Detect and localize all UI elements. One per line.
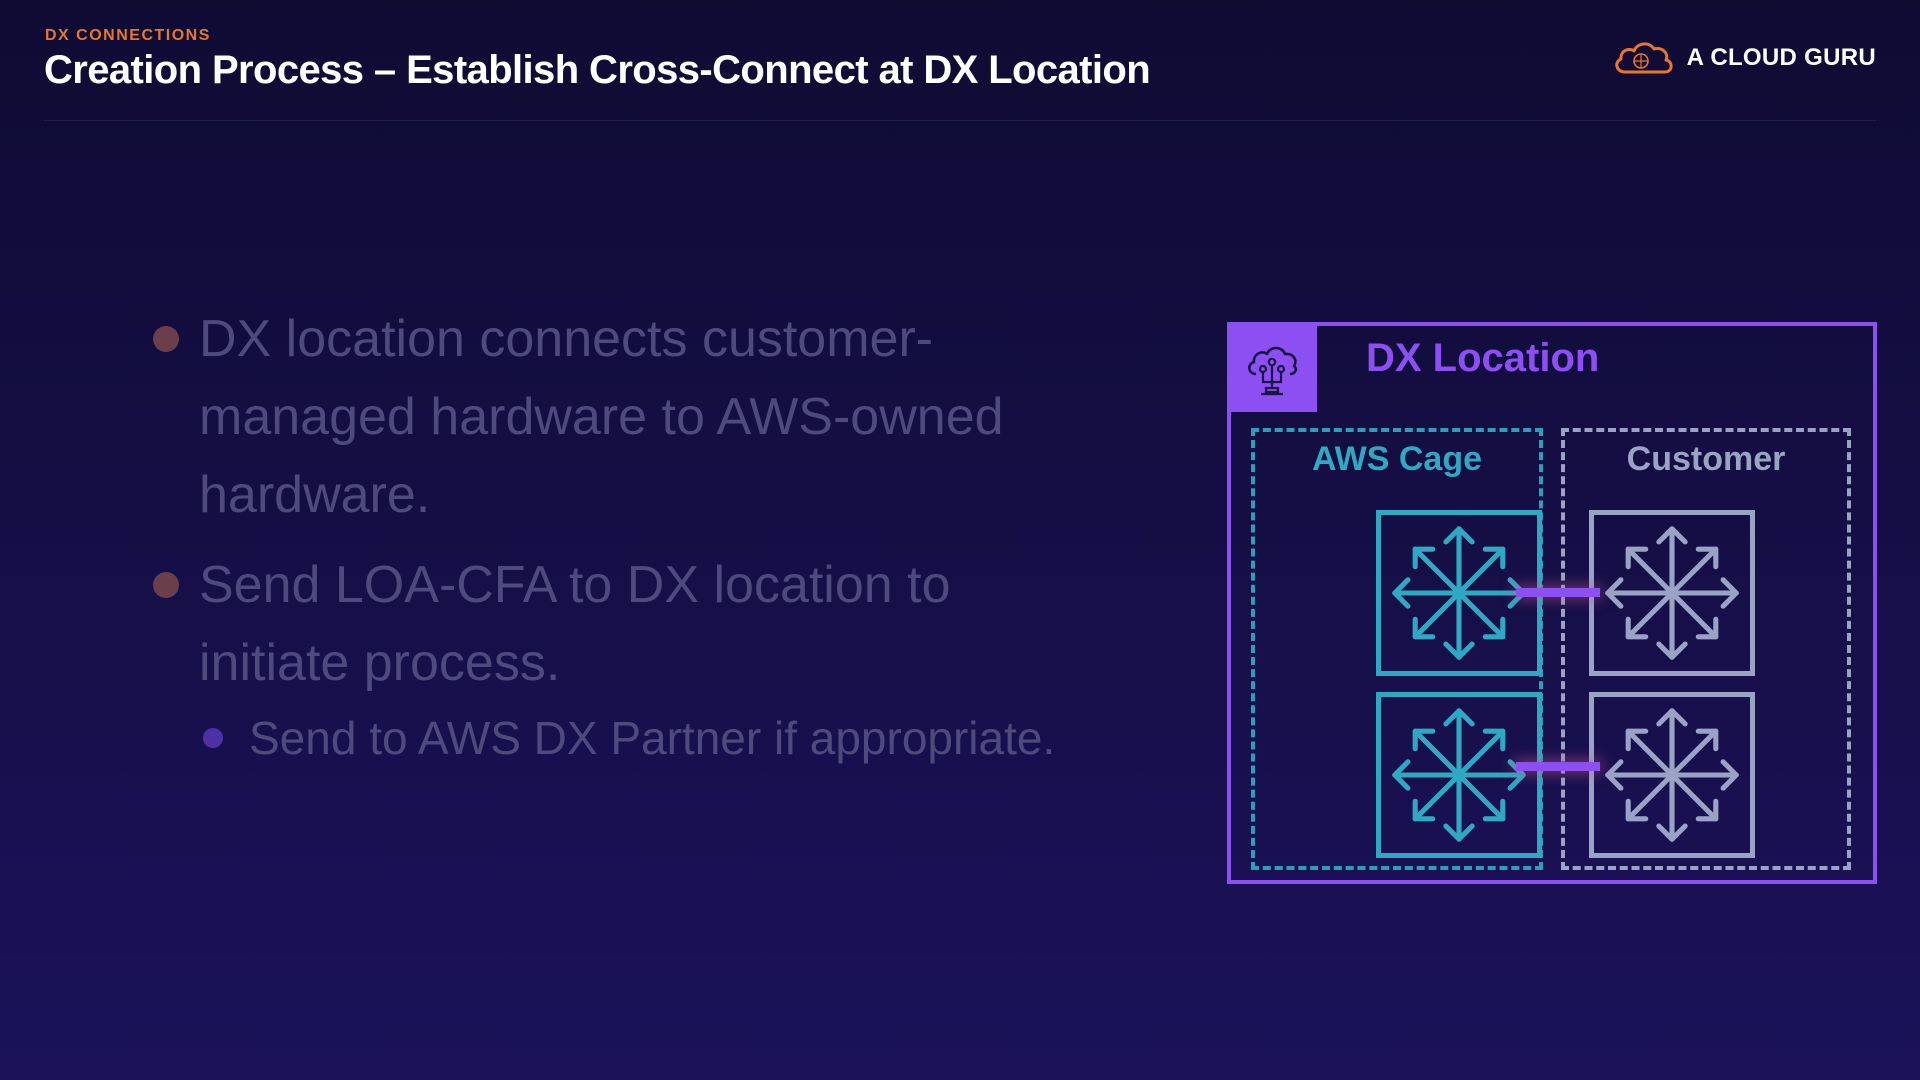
cloud-network-icon [1248,346,1298,396]
sub-bullet-dot [203,728,223,748]
bullet-text: DX location connects customer-managed ha… [199,310,1004,524]
router-arrows-icon [1392,708,1526,842]
aws-router [1376,692,1542,858]
bullet-dot [153,326,179,352]
customer-router [1589,510,1755,676]
cross-connect-link [1516,762,1600,771]
logo: A CLOUD GURU [1611,38,1876,78]
sub-bullet-item: Send to AWS DX Partner if appropriate. [199,704,1110,772]
router-arrows-icon [1605,526,1739,660]
customer-cage: Customer [1561,428,1851,870]
bullet-list: DX location connects customer-managed ha… [150,300,1110,772]
cloud-logo-icon [1614,42,1673,74]
router-arrows-icon [1392,526,1526,660]
cross-connect-link [1516,588,1600,597]
bullet-item: DX location connects customer-managed ha… [150,300,1110,534]
bullet-dot [153,572,179,598]
dx-location-diagram: DX Location AWS Cage Customer [1227,322,1877,884]
customer-cage-title: Customer [1626,440,1786,478]
bullet-item: Send LOA-CFA to DX location to initiate … [150,546,1110,702]
section-label: DX CONNECTIONS [45,27,211,44]
header-divider [44,120,1876,121]
sub-bullet-text: Send to AWS DX Partner if appropriate. [249,712,1056,764]
dx-location-title: DX Location [1366,336,1600,380]
bullet-text: Send LOA-CFA to DX location to initiate … [199,556,951,692]
dx-location-icon-box [1227,322,1317,412]
slide-title: Creation Process – Establish Cross-Conne… [44,48,1151,92]
aws-cage-title: AWS Cage [1311,440,1483,478]
router-arrows-icon [1605,708,1739,842]
customer-router [1589,692,1755,858]
aws-cage: AWS Cage [1251,428,1543,870]
logo-text: A CLOUD GURU [1686,44,1876,71]
